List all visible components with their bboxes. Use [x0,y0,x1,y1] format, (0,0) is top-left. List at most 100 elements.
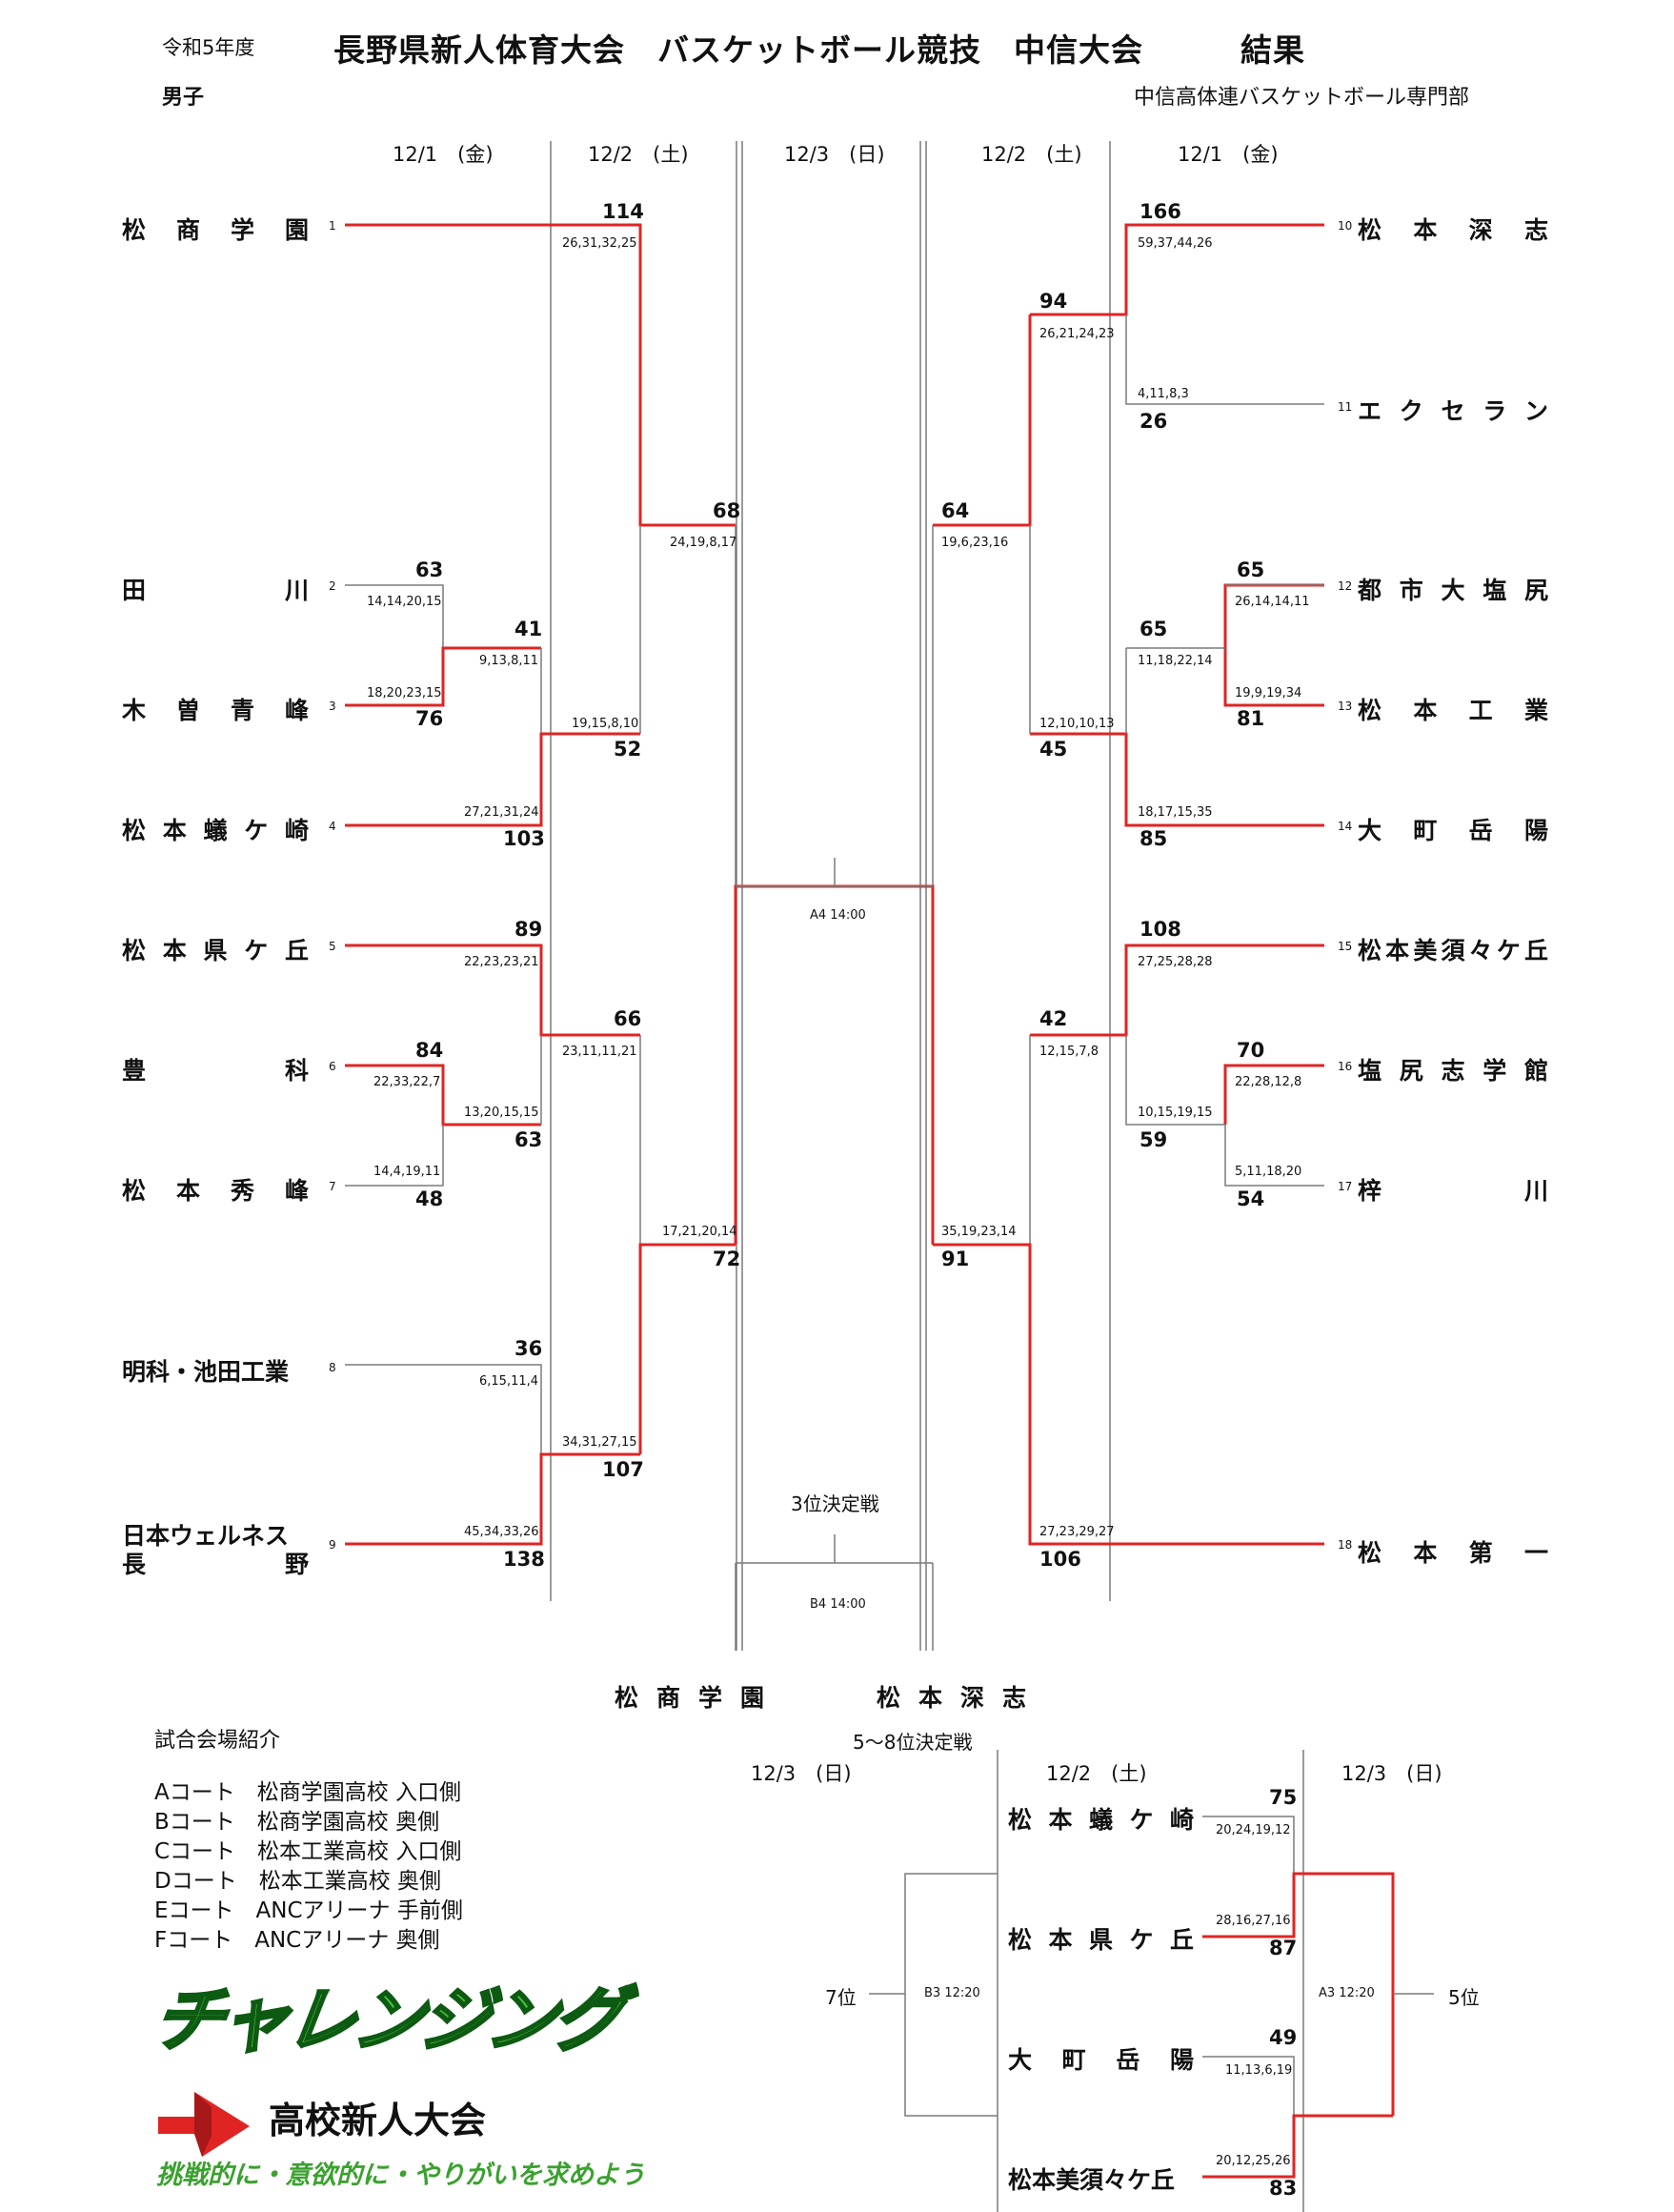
quarter-scores: 28,16,27,16 [1216,1914,1291,1928]
seed-15: 15 [1338,940,1353,953]
seed-9: 9 [329,1538,336,1552]
seed-2: 2 [329,579,336,593]
winner-path [933,315,1032,527]
team-right-15: 松本美須々ケ丘 [1358,937,1548,964]
placement-team-3: 大町岳陽 [1008,2046,1194,2074]
team-right-17: 梓川 [1358,1177,1548,1205]
venue-item: Cコート 松本工業高校 入口側 [154,1839,462,1864]
quarter-scores: 18,17,15,35 [1138,805,1213,820]
seed-14: 14 [1338,820,1353,833]
arrow-logo-icon [158,2092,250,2157]
quarter-scores: 14,4,19,11 [373,1165,441,1179]
quarter-scores: 35,19,23,14 [941,1225,1017,1239]
third-place-slot: B4 14:00 [810,1597,866,1612]
bracket-line [1202,2056,1295,2116]
score: 45 [1039,738,1068,761]
team-right-13: 松本工業 [1358,697,1548,724]
score: 81 [1237,707,1265,730]
score: 59 [1140,1128,1168,1151]
score: 26 [1140,410,1168,433]
score: 49 [1269,2026,1298,2049]
seed-3: 3 [329,700,336,713]
quarter-scores: 22,28,12,8 [1235,1075,1302,1089]
team-left-9: 日本ウェルネス [122,1522,290,1550]
placement-date-3: 12/3 (日) [1341,1762,1442,1785]
winner-path [1030,223,1324,316]
final-slot: A4 14:00 [810,908,866,923]
bracket-line [904,1873,998,2117]
venue-list: Aコート 松商学園高校 入口側 Bコート 松商学園高校 奥側 Cコート 松本工業… [154,1778,463,1956]
quarter-scores: 5,11,18,20 [1235,1165,1302,1179]
score: 94 [1039,290,1068,313]
team-right-10: 松本深志 [1358,216,1548,244]
third-place-team-left: 松商学園 [615,1684,783,1712]
quarter-scores: 26,14,14,11 [1235,595,1310,609]
quarter-scores: 27,25,28,28 [1138,955,1213,969]
score: 65 [1237,558,1265,581]
winner-path [1030,944,1324,1037]
team-left-3: 木曽青峰 [122,697,309,724]
score: 108 [1140,918,1181,941]
quarter-scores: 22,23,23,21 [464,955,539,969]
quarter-scores: 12,10,10,13 [1039,717,1115,731]
score: 66 [614,1007,642,1030]
seed-13: 13 [1338,700,1353,713]
quarter-scores: 27,23,29,27 [1039,1525,1115,1539]
quarter-scores: 6,15,11,4 [479,1374,539,1389]
bracket-line [1125,1035,1324,1187]
seed-7: 7 [329,1180,336,1193]
quarter-scores: 20,12,25,26 [1216,2154,1291,2168]
winner-path [1030,732,1324,827]
seed-16: 16 [1338,1060,1353,1073]
score: 70 [1237,1039,1265,1062]
quarter-scores: 27,21,31,24 [464,805,539,820]
quarter-scores: 9,13,8,11 [479,654,539,668]
team-right-16: 塩尻志学館 [1358,1057,1548,1085]
score: 83 [1269,2177,1298,2200]
team-right-14: 大町岳陽 [1358,817,1548,844]
venue-item: Eコート ANCアリーナ 手前側 [154,1898,463,1923]
seed-18: 18 [1338,1538,1353,1552]
score: 52 [614,738,642,761]
quarter-scores: 19,9,19,34 [1235,686,1302,700]
fiscal-year: 令和5年度 [162,36,255,59]
winner-path [345,223,736,527]
seed-8: 8 [329,1361,336,1374]
seed-5: 5 [329,940,336,953]
quarter-scores: 4,11,8,3 [1138,387,1189,401]
organizer: 中信高体連バスケットボール専門部 [1134,86,1470,110]
score: 63 [415,558,444,581]
logo-slogan: 挑戦的に・意欲的に・やりがいを求めよう [156,2161,645,2190]
gender-label: 男子 [162,86,205,110]
placement-date-1: 12/3 (日) [751,1762,852,1785]
score: 114 [602,200,644,223]
score: 138 [503,1548,545,1571]
date-col-4: 12/2 (土) [981,143,1082,166]
quarter-scores: 19,6,23,16 [941,536,1009,550]
seventh-place-label: 7位 [825,1986,857,2009]
winner-path [1223,1064,1324,1125]
quarter-scores: 14,14,20,15 [367,595,442,609]
bracket-line [1202,1816,1295,1874]
winner-path [835,884,935,1245]
fifth-place-label: 5位 [1448,1986,1480,2009]
quarter-scores: 45,34,33,26 [464,1525,539,1539]
score: 63 [514,1128,543,1151]
score: 103 [503,827,545,850]
bracket-line [345,584,444,648]
placement-title: 5～8位決定戦 [853,1731,973,1754]
date-col-3: 12/3 (日) [784,143,885,166]
quarter-scores: 24,19,8,17 [670,536,737,550]
seed-11: 11 [1338,400,1353,414]
score: 89 [514,918,543,941]
winner-path [933,1243,1324,1546]
quarter-scores: 11,18,22,14 [1138,654,1213,668]
venue-item: Dコート 松本工業高校 奥側 [154,1869,442,1894]
winner-path [345,1064,541,1126]
logo-subtitle: 高校新人大会 [269,2100,487,2141]
team-right-12: 都市大塩尻 [1358,577,1548,604]
winner-path [345,1452,640,1546]
quarter-scores: 12,15,7,8 [1039,1045,1099,1059]
team-left-4: 松本蟻ケ崎 [122,817,309,844]
